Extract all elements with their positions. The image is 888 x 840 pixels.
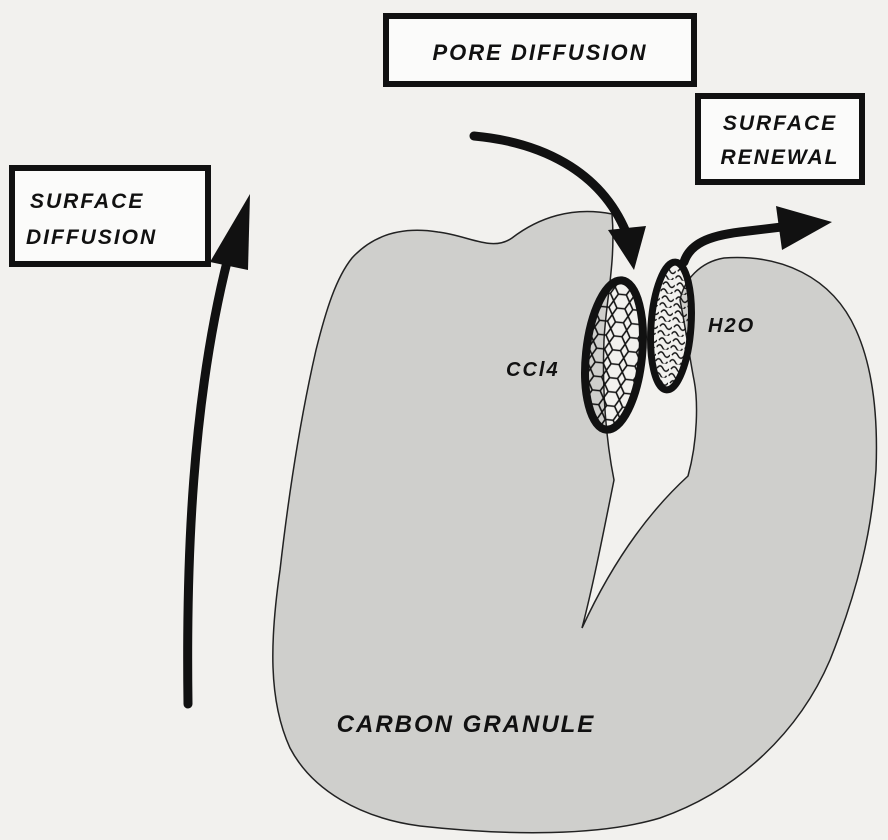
h2o-molecule <box>647 261 696 391</box>
surface-renewal-box <box>698 96 862 182</box>
surface-diffusion-arrow <box>188 258 228 704</box>
carbon-granule-shape <box>273 211 877 832</box>
carbon-granule-label: CARBON GRANULE <box>337 711 596 738</box>
surface-renewal-arrow <box>684 226 790 262</box>
pore-diffusion-arrowhead <box>608 226 646 270</box>
surface-renewal-arrowhead <box>776 206 832 250</box>
pore-diffusion-label: PORE DIFFUSION <box>432 40 647 65</box>
h2o-label: H2O <box>708 315 755 337</box>
surface-diffusion-arrowhead <box>210 194 250 270</box>
surface-diffusion-box <box>12 168 208 264</box>
surface-diffusion-label-line2: DIFFUSION <box>26 226 157 249</box>
surface-renewal-label-line2: RENEWAL <box>721 146 840 169</box>
ccl4-label: CCl4 <box>506 359 560 381</box>
surface-renewal-label-line1: SURFACE <box>723 112 837 135</box>
surface-diffusion-label-line1: SURFACE <box>30 190 144 213</box>
